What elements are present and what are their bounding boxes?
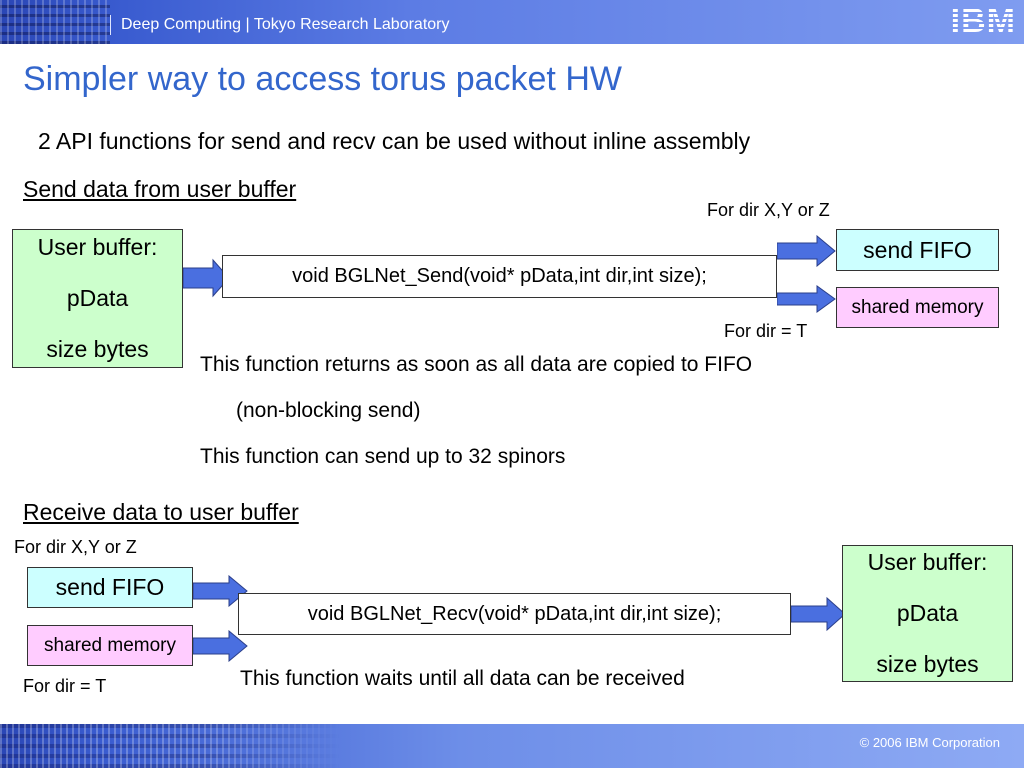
user-buffer-label: User buffer: [867, 549, 988, 575]
header-bar: Deep Computing | Tokyo Research Laborato… [0, 0, 1024, 44]
send-fifo-arrow [777, 235, 836, 267]
send-user-buffer-box: User buffer: pData size bytes [12, 229, 183, 368]
send-function-box: void BGLNet_Send(void* pData,int dir,int… [222, 255, 777, 298]
slide-title: Simpler way to access torus packet HW [23, 60, 622, 98]
send-heading: Send data from user buffer [23, 176, 297, 202]
send-fifo-box: send FIFO [836, 229, 999, 271]
send-note-3: This function can send up to 32 spinors [200, 445, 566, 468]
send-input-arrow [183, 258, 230, 298]
send-dir-t-label: For dir = T [724, 321, 808, 341]
slide-subtitle: 2 API functions for send and recv can be… [38, 128, 751, 154]
header-separator [110, 15, 111, 35]
ibm-logo: IBM [946, 4, 1016, 38]
user-buffer-size: size bytes [46, 336, 149, 362]
footer-bar: © 2006 IBM Corporation [0, 724, 1024, 768]
send-shared-memory-box: shared memory [836, 287, 999, 328]
send-note-1: This function returns as soon as all dat… [200, 353, 753, 376]
send-shm-arrow [777, 285, 836, 313]
header-pattern [0, 0, 110, 44]
recv-heading: Receive data to user buffer [23, 499, 299, 525]
user-buffer-size: size bytes [876, 651, 979, 677]
recv-user-buffer-box: User buffer: pData size bytes [842, 545, 1013, 682]
recv-dir-t-label: For dir = T [23, 676, 107, 696]
user-buffer-pdata: pData [896, 600, 959, 626]
send-dir-xyz-label: For dir X,Y or Z [707, 200, 830, 220]
footer-pattern [0, 724, 340, 768]
recv-output-arrow [791, 596, 846, 632]
recv-shared-memory-box: shared memory [27, 625, 193, 666]
recv-function-box: void BGLNet_Recv(void* pData,int dir,int… [238, 593, 791, 635]
recv-shm-arrow [193, 630, 248, 662]
recv-dir-xyz-label: For dir X,Y or Z [14, 537, 137, 557]
recv-fifo-box: send FIFO [27, 567, 193, 608]
user-buffer-pdata: pData [66, 285, 129, 311]
recv-note: This function waits until all data can b… [240, 667, 685, 690]
send-note-2: (non-blocking send) [236, 399, 421, 422]
user-buffer-label: User buffer: [37, 234, 158, 260]
header-title: Deep Computing | Tokyo Research Laborato… [121, 16, 450, 33]
footer-copyright: © 2006 IBM Corporation [859, 735, 1000, 750]
